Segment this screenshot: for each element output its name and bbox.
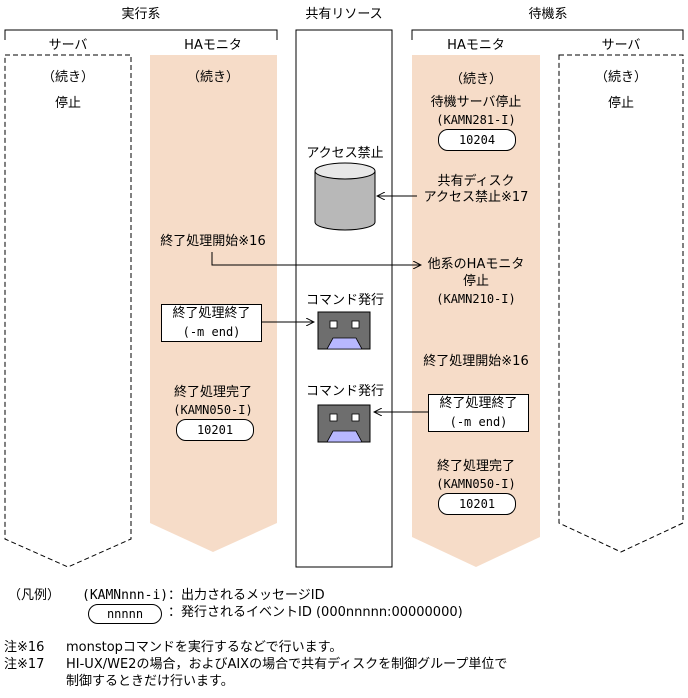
standby-term-end-line2: (-m end) [449, 415, 508, 429]
standby-ha-title: HAモニタ [447, 38, 505, 53]
active-term-end-box: 終了処理終了 (-m end) [161, 304, 262, 342]
standby-term-complete-event: 10201 [438, 493, 516, 515]
standby-group-bracket [411, 29, 684, 40]
standby-ha-lane [412, 55, 540, 567]
active-group-bracket [4, 29, 278, 40]
legend-event-sample: nnnnn [88, 604, 162, 624]
active-term-complete-label: 終了処理完了 [173, 385, 253, 400]
legend-message-desc: ：出力されるメッセージID [168, 588, 325, 603]
standby-server-title: サーバ [601, 38, 641, 53]
active-ha-title: HAモニタ [184, 38, 242, 53]
standby-server-status: 停止 [607, 96, 635, 111]
arrow-to-other-ha [211, 252, 421, 265]
standby-server-continued: （続き） [594, 70, 648, 85]
active-server-title: サーバ [48, 38, 88, 53]
standby-server-stop-msg: (KAMN281-I) [436, 113, 516, 127]
standby-server-stop-event: 10204 [438, 129, 516, 151]
active-term-complete-msg: (KAMN050-I) [173, 403, 253, 417]
active-server-continued: （続き） [41, 70, 95, 85]
terminal-icon-2 [317, 404, 371, 443]
legend-title: （凡例） [8, 588, 61, 603]
standby-group-title: 待機系 [528, 7, 568, 22]
active-ha-continued: （続き） [186, 70, 240, 85]
note-17-text-2: 制御するときだけ行います。 [66, 674, 234, 689]
note-16-mark: 注※16 [4, 640, 45, 655]
note-16-text: monstopコマンドを実行するなどで行います。 [66, 640, 343, 655]
note-17-text: HI-UX/WE2の場合，およびAIXの場合で共有ディスクを制御グループ単位で [66, 657, 508, 672]
note-17-mark: 注※17 [4, 657, 45, 672]
shared-resource-lane [295, 29, 393, 568]
standby-term-end-line1: 終了処理終了 [439, 396, 518, 411]
standby-other-ha-label-1: 他系のHAモニタ [427, 257, 525, 272]
shared-command-issue-2: コマンド発行 [305, 384, 385, 399]
standby-term-end-box: 終了処理終了 (-m end) [428, 394, 529, 432]
active-term-complete-event: 10201 [176, 419, 254, 441]
active-term-end-line1: 終了処理終了 [172, 306, 251, 321]
active-term-start-label: 終了処理開始※16 [160, 234, 266, 249]
active-group-title: 実行系 [121, 7, 161, 22]
standby-term-complete-label: 終了処理完了 [436, 459, 516, 474]
shared-group-title: 共有リソース [305, 7, 383, 22]
shared-command-issue-1: コマンド発行 [305, 293, 385, 308]
standby-term-start-label: 終了処理開始※16 [423, 354, 529, 369]
shared-disk-icon [314, 162, 376, 231]
legend-message-sample: (KAMNnnn-i) [82, 588, 169, 603]
standby-other-ha-msg: (KAMN210-I) [436, 292, 516, 306]
shared-access-denied-label: アクセス禁止 [306, 146, 384, 161]
active-server-lane [4, 54, 132, 568]
standby-server-stop-label: 待機サーバ停止 [430, 95, 522, 110]
active-server-status: 停止 [54, 96, 82, 111]
standby-term-complete-msg: (KAMN050-I) [436, 477, 516, 491]
standby-ha-continued: （続き） [449, 72, 503, 87]
active-term-end-line2: (-m end) [182, 325, 241, 339]
standby-server-lane [558, 54, 684, 553]
standby-disk-label-1: 共有ディスク [437, 174, 515, 189]
legend-event-desc: ：発行されるイベントID (000nnnnn:00000000) [168, 605, 463, 620]
standby-disk-label-2: アクセス禁止※17 [423, 190, 529, 205]
terminal-icon-1 [317, 311, 371, 350]
standby-other-ha-label-2: 停止 [462, 274, 490, 289]
